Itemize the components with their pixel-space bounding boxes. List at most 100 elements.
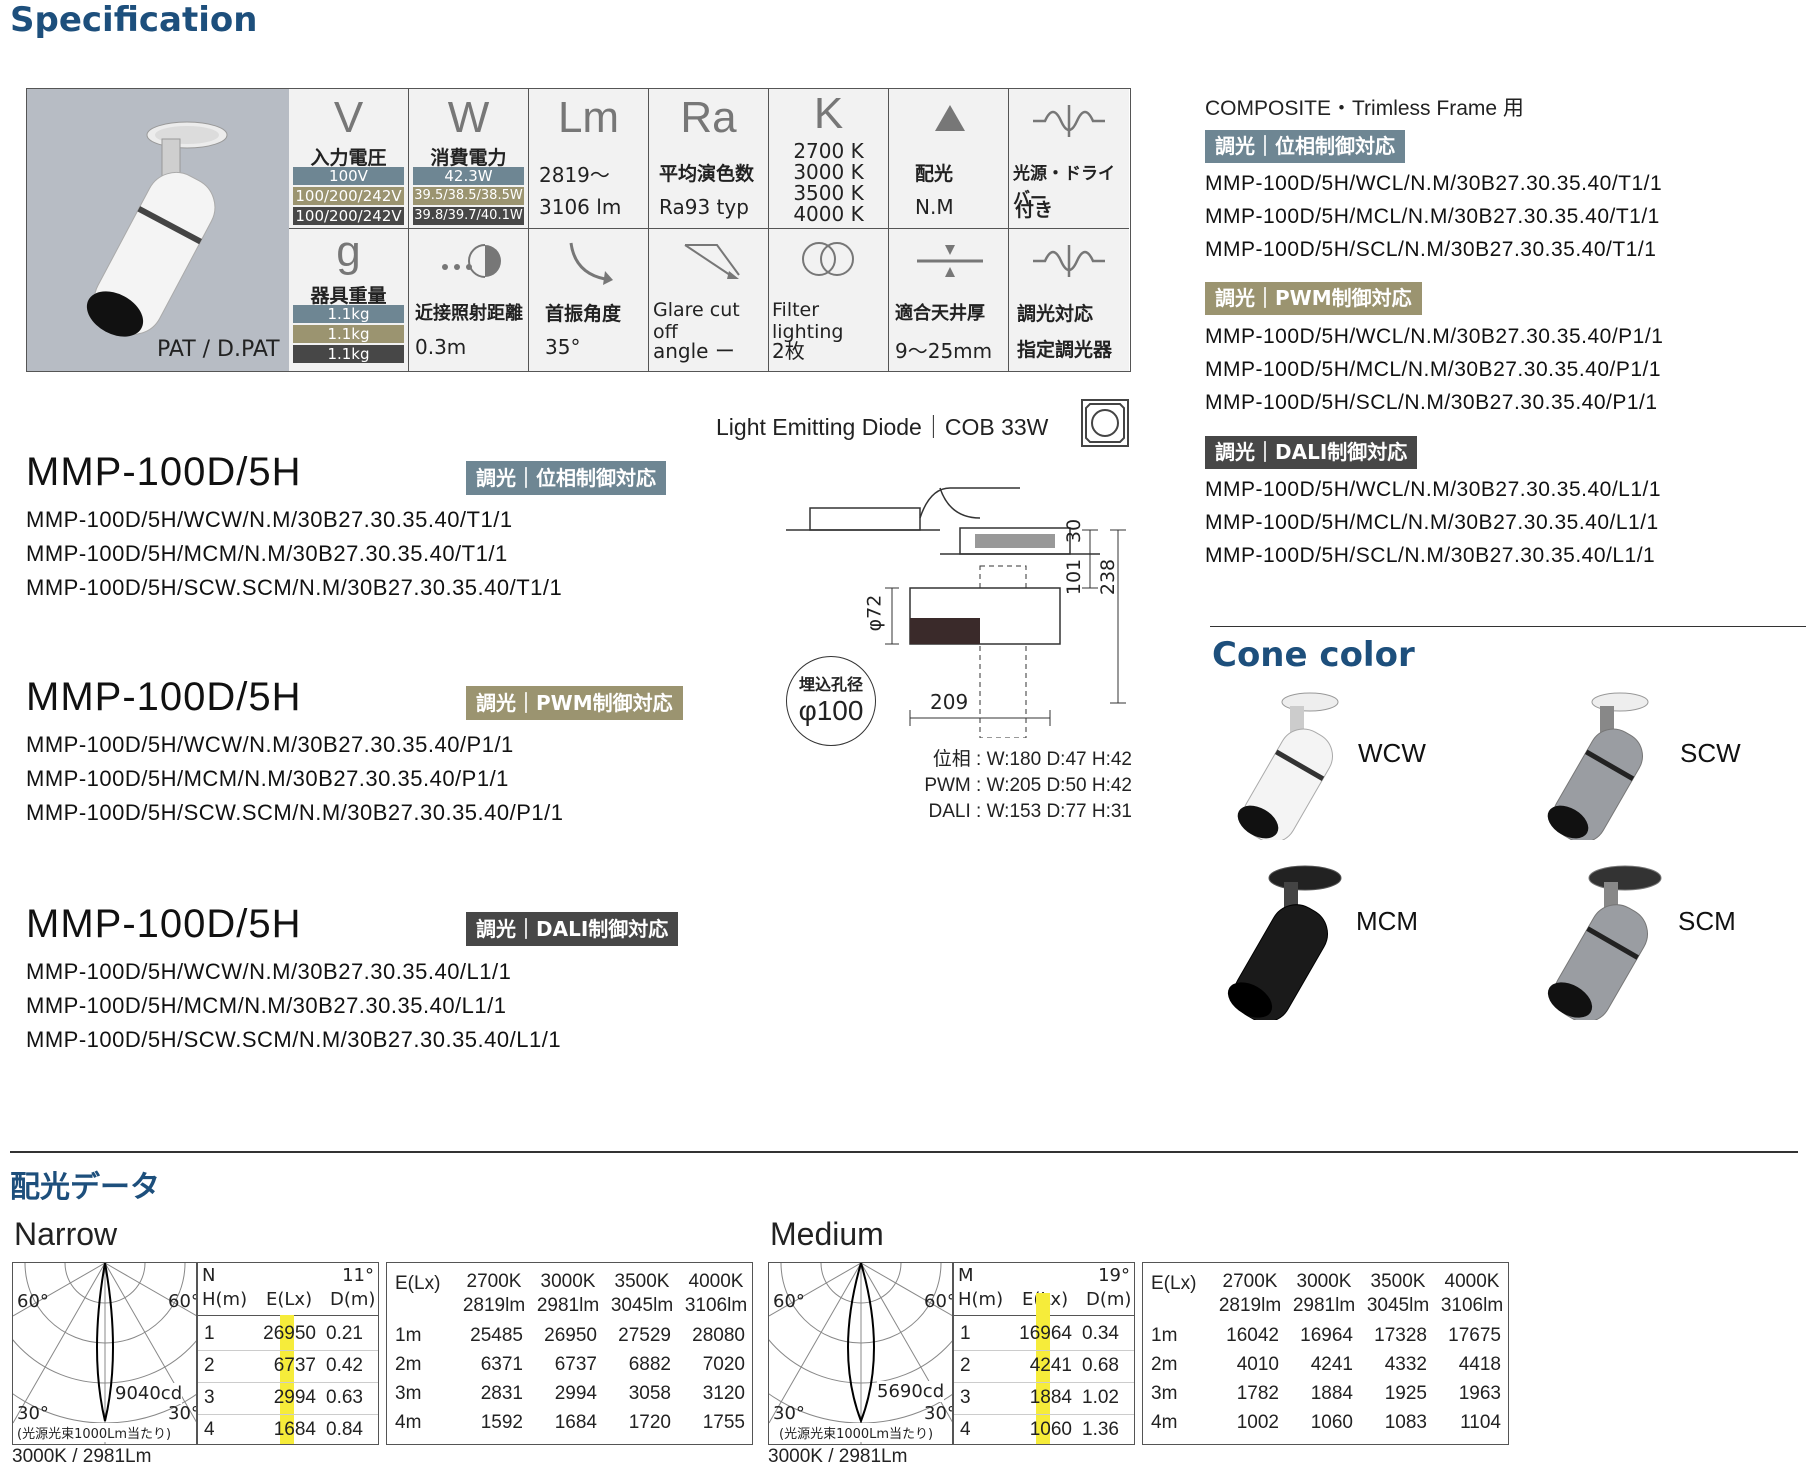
section-divider <box>10 1151 1798 1153</box>
composite-code: MMP-100D/5H/WCL/N.M/30B27.30.35.40/L1/1 <box>1205 478 1662 501</box>
filter-rings-icon <box>802 242 854 276</box>
narrow-title: Narrow <box>14 1216 118 1252</box>
cone-mcm-image <box>1227 865 1342 1020</box>
cri-cell: Ra 平均演色数 Ra93 typ <box>649 89 769 229</box>
badge-dali: 調光｜DALI制御対応 <box>1205 436 1418 469</box>
model-code: MMP-100D/5H/MCM/N.M/30B27.30.35.40/T1/1 <box>26 541 508 566</box>
composite-group-phase: MMP-100D/5H/WCL/N.M/30B27.30.35.40/T1/1 … <box>1205 167 1662 266</box>
table-cell: 2831 <box>480 1383 523 1404</box>
table-cell: 3058 <box>628 1383 671 1404</box>
distribution-value: N.M <box>915 195 954 219</box>
angle-label: 30° <box>168 1403 197 1424</box>
candela-label: 9040cd <box>115 1383 183 1404</box>
filter-label: Filter lighting <box>772 299 844 343</box>
table-cell: 4241 <box>1310 1354 1353 1375</box>
swing-arrow-icon <box>569 242 613 285</box>
table-cell: 28080 <box>692 1325 745 1346</box>
composite-title: COMPOSITE・Trimless Frame 用 <box>1205 97 1524 120</box>
dimension-drawing <box>786 487 1126 738</box>
table-cell: 2 <box>960 1355 971 1376</box>
table-cell: 4010 <box>1236 1354 1279 1375</box>
color-temp-header: 4000K <box>1444 1271 1500 1292</box>
distribution-label: 配光 <box>915 163 954 185</box>
ceiling-cell: 適合天井厚 9～25mm <box>889 229 1009 371</box>
color-temp-header: 2819lm <box>462 1295 526 1316</box>
driver-size-row: DALI : W:153 D:77 H:31 <box>928 801 1132 822</box>
dim-30: 30 <box>1063 518 1086 544</box>
power-cell: W 消費電力 42.3W 39.5/38.5/38.5W 39.8/39.7/4… <box>409 89 529 229</box>
weight-cell: g 器具重量 1.1kg 1.1kg 1.1kg <box>289 227 409 371</box>
corner-header: E(Lx) <box>1151 1273 1197 1294</box>
cone-wcw-label: WCW <box>1358 738 1426 768</box>
cone-scw-label: SCW <box>1680 738 1741 768</box>
table-cell: 6882 <box>628 1354 671 1375</box>
color-temp-header: 2700K <box>466 1271 522 1292</box>
dimmer-cell: 調光対応 指定調光器 <box>1009 229 1129 371</box>
swing-cell: 首振角度 35° <box>529 229 649 371</box>
table-cell: 3 <box>204 1387 215 1408</box>
ceiling-thickness-icon <box>917 245 983 277</box>
table-cell: 4418 <box>1458 1354 1501 1375</box>
table-cell: 4241 <box>1029 1355 1072 1376</box>
angle-label: 60° <box>924 1291 953 1312</box>
color-temp-header: 2981lm <box>536 1295 600 1316</box>
row-header: 4m <box>395 1412 422 1433</box>
driver-cell: 光源・ドライバー 付き <box>1009 89 1129 229</box>
composite-code: MMP-100D/5H/SCL/N.M/30B27.30.35.40/P1/1 <box>1205 391 1658 414</box>
ceiling-value: 9～25mm <box>895 339 993 363</box>
dimmer-label: 調光対応 <box>1017 303 1094 325</box>
power-symbol: W <box>447 93 490 142</box>
model-name: MMP-100D/5H <box>26 675 302 719</box>
table-cell: 4332 <box>1384 1354 1427 1375</box>
weight-row: 1.1kg <box>293 305 404 323</box>
table-cell: 3 <box>960 1387 971 1408</box>
table-cell: 2994 <box>273 1387 316 1408</box>
beam-type: M <box>958 1265 974 1286</box>
model-code: MMP-100D/5H/SCW.SCM/N.M/30B27.30.35.40/T… <box>26 575 563 600</box>
table-cell: 26950 <box>263 1323 316 1344</box>
lumen-value: 3106 lm <box>539 195 622 219</box>
polar-note: (光源光束1000Lm当たり) <box>17 1423 172 1442</box>
angle-label: 30° <box>773 1403 805 1424</box>
model-code: MMP-100D/5H/SCW.SCM/N.M/30B27.30.35.40/L… <box>26 1027 562 1052</box>
medium-illuminance-table: M 19° H(m) E(Lx) D(m) 1169640.34242410.6… <box>953 1262 1135 1445</box>
cri-symbol: Ra <box>680 93 737 142</box>
table-cell: 16042 <box>1226 1325 1279 1346</box>
model-block-pwm: MMP-100D/5H MMP-100D/5H/WCW/N.M/30B27.30… <box>26 675 564 830</box>
cri-label: 平均演色数 <box>659 163 755 185</box>
color-temp-header: 3106lm <box>684 1295 748 1316</box>
sine-wave-icon <box>1033 105 1105 137</box>
polar-note: (光源光束1000Lm当たり) <box>779 1423 934 1442</box>
composite-code: MMP-100D/5H/SCL/N.M/30B27.30.35.40/L1/1 <box>1205 544 1656 567</box>
cone-scm-image <box>1547 865 1662 1020</box>
composite-group-pwm: MMP-100D/5H/WCL/N.M/30B27.30.35.40/P1/1 … <box>1205 320 1663 419</box>
spec-table: PAT / D.PAT V 入力電圧 100V 100/200/242V 100… <box>26 88 1131 372</box>
table-cell: 0.21 <box>326 1323 363 1344</box>
table-cell: 0.68 <box>1082 1355 1119 1376</box>
model-block-dali: MMP-100D/5H MMP-100D/5H/WCW/N.M/30B27.30… <box>26 902 561 1057</box>
triangle-icon <box>935 105 965 131</box>
driver-value: 付き <box>1015 199 1054 221</box>
beam-type: N <box>202 1265 216 1286</box>
narrow-footer: 3000K / 2981Lm <box>12 1446 152 1467</box>
dim-101: 101 <box>1063 558 1086 596</box>
cone-wcw-image <box>1237 692 1339 840</box>
table-cell: 1684 <box>554 1412 597 1433</box>
table-cell: 1684 <box>273 1419 316 1440</box>
angle-label: 30° <box>17 1403 49 1424</box>
model-code: MMP-100D/5H/SCW.SCM/N.M/30B27.30.35.40/P… <box>26 800 564 825</box>
glare-angle-icon <box>684 244 740 279</box>
glare-label: Glare cut off <box>653 299 740 343</box>
angle-label: 30° <box>924 1403 953 1424</box>
photo-caption: PAT / D.PAT <box>157 337 280 362</box>
table-cell: 1925 <box>1384 1383 1427 1404</box>
row-header: 4m <box>1151 1412 1178 1433</box>
table-cell: 16964 <box>1019 1323 1072 1344</box>
color-temp-header: 3045lm <box>610 1295 674 1316</box>
medium-title: Medium <box>770 1216 884 1252</box>
table-cell: 2994 <box>554 1383 597 1404</box>
